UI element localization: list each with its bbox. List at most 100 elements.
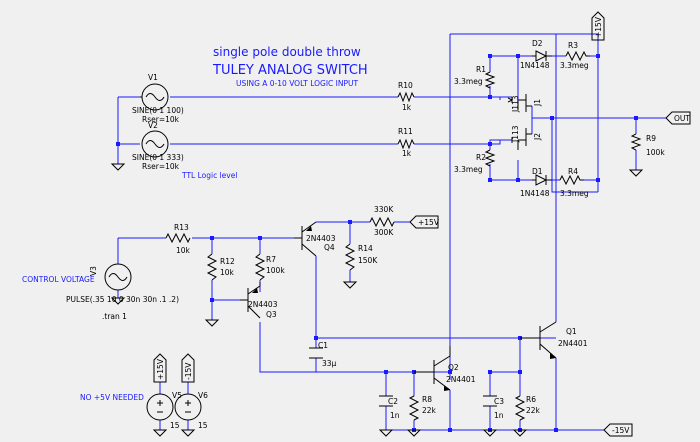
q4-value: 2N4403	[306, 234, 336, 243]
title-line1: single pole double throw	[213, 45, 361, 59]
r3-value: 3.3meg	[560, 61, 589, 70]
capacitor-c1	[309, 347, 323, 359]
v6-value: 15	[198, 421, 208, 430]
capacitor-c2	[379, 395, 393, 407]
r9-name: R9	[646, 134, 656, 143]
jfet-j2	[511, 128, 532, 150]
r10-name: R10	[398, 81, 413, 90]
q1-value: 2N4401	[558, 339, 588, 348]
resistor-r11	[397, 138, 415, 150]
port-v5-top-label: +15V	[156, 358, 165, 380]
port-15v-mid-label: +15V	[418, 218, 440, 227]
resistor-r8	[408, 395, 420, 421]
q3-name: Q3	[266, 310, 277, 319]
resistor-r6	[514, 395, 526, 421]
r330-value: 300K	[374, 228, 394, 237]
port-m15v-bot	[603, 423, 633, 437]
q4-name: Q4	[324, 243, 335, 252]
source-v1	[140, 83, 169, 111]
r10-value: 1k	[402, 103, 412, 112]
r6-value: 22k	[526, 406, 541, 415]
r14-name: R14	[358, 244, 373, 253]
r12-name: R12	[220, 257, 235, 266]
r2-name: R2	[476, 153, 486, 162]
resistor-r7	[254, 253, 266, 281]
resistor-r12	[206, 253, 218, 281]
q2-name: Q2	[448, 363, 459, 372]
q2-value: 2N4401	[446, 375, 476, 384]
c1-name: C1	[318, 341, 328, 350]
port-15v-mid	[409, 215, 439, 229]
j1-value: J113	[511, 95, 520, 113]
c3-name: C3	[494, 397, 504, 406]
resistor-r2	[484, 149, 496, 167]
port-15v-top	[591, 11, 605, 41]
r1-value: 3.3meg	[454, 77, 483, 86]
resistor-r1	[484, 71, 496, 89]
r14-value: 150K	[358, 256, 378, 265]
resistor-r3	[565, 50, 590, 62]
r13-value: 10k	[176, 246, 191, 255]
r8-value: 22k	[422, 406, 437, 415]
c1-value: 33µ	[322, 359, 337, 368]
d1-name: D1	[532, 167, 543, 176]
v6-name: V6	[198, 391, 208, 400]
capacitor-c3	[483, 395, 497, 407]
v3-name: V3	[89, 266, 98, 276]
port-15v-top-label: +15V	[594, 16, 603, 38]
r7-value: 100k	[266, 266, 285, 275]
v1-name: V1	[148, 73, 158, 82]
resistor-r330	[369, 216, 395, 228]
resistor-r10	[397, 91, 415, 103]
port-m15v-bot-label: -15V	[612, 426, 630, 435]
v1-rser: Rser=10k	[142, 115, 180, 124]
r1-name: R1	[476, 65, 486, 74]
c3-value: 1n	[494, 411, 504, 420]
q3-value: 2N4403	[248, 300, 278, 309]
r7-name: R7	[266, 255, 276, 264]
title-block: single pole double throw TULEY ANALOG SW…	[212, 45, 368, 88]
r11-value: 1k	[402, 149, 412, 158]
source-v5	[146, 393, 174, 421]
ground-symbols	[110, 163, 644, 437]
v2-rser: Rser=10k	[142, 162, 180, 171]
transistor-q3	[240, 282, 261, 319]
d1-value: 1N4148	[520, 189, 550, 198]
d2-name: D2	[532, 39, 543, 48]
resistor-r4	[559, 174, 584, 186]
r11-name: R11	[398, 127, 413, 136]
diode-d1	[532, 174, 552, 186]
r8-name: R8	[422, 395, 432, 404]
d2-value: 1N4148	[520, 61, 550, 70]
r330-name: 330K	[374, 205, 394, 214]
c2-name: C2	[388, 397, 398, 406]
v2-name: V2	[148, 121, 158, 130]
r2-value: 3.3meg	[454, 165, 483, 174]
r4-name: R4	[568, 167, 578, 176]
resistor-r14	[344, 243, 356, 271]
q1-name: Q1	[566, 327, 577, 336]
transistor-q4	[294, 221, 317, 257]
port-v6-top	[181, 353, 195, 383]
c2-value: 1n	[390, 411, 400, 420]
v2-value: SINE(0 1 333)	[132, 153, 184, 162]
source-v3	[104, 263, 132, 291]
v1-value: SINE(0 1 100)	[132, 106, 184, 115]
j2-name: J2	[533, 133, 542, 141]
transistor-q1	[520, 321, 557, 359]
title-line3: USING A 0-10 VOLT LOGIC INPUT	[236, 79, 358, 88]
port-out	[665, 111, 691, 125]
title-line2: TULEY ANALOG SWITCH	[212, 63, 368, 78]
diode-d2	[532, 50, 552, 62]
port-v5-top	[153, 353, 167, 383]
v5-value: 15	[170, 421, 180, 430]
v5-name: V5	[172, 391, 182, 400]
j2-value: J113	[511, 125, 520, 143]
r3-name: R3	[568, 41, 578, 50]
r9-value: 100k	[646, 148, 665, 157]
note-ttl: TTL Logic level	[181, 171, 237, 180]
r4-value: 3.3meg	[560, 189, 589, 198]
v3-value: PULSE(.35 10 0 30n 30n .1 .2)	[66, 295, 179, 304]
